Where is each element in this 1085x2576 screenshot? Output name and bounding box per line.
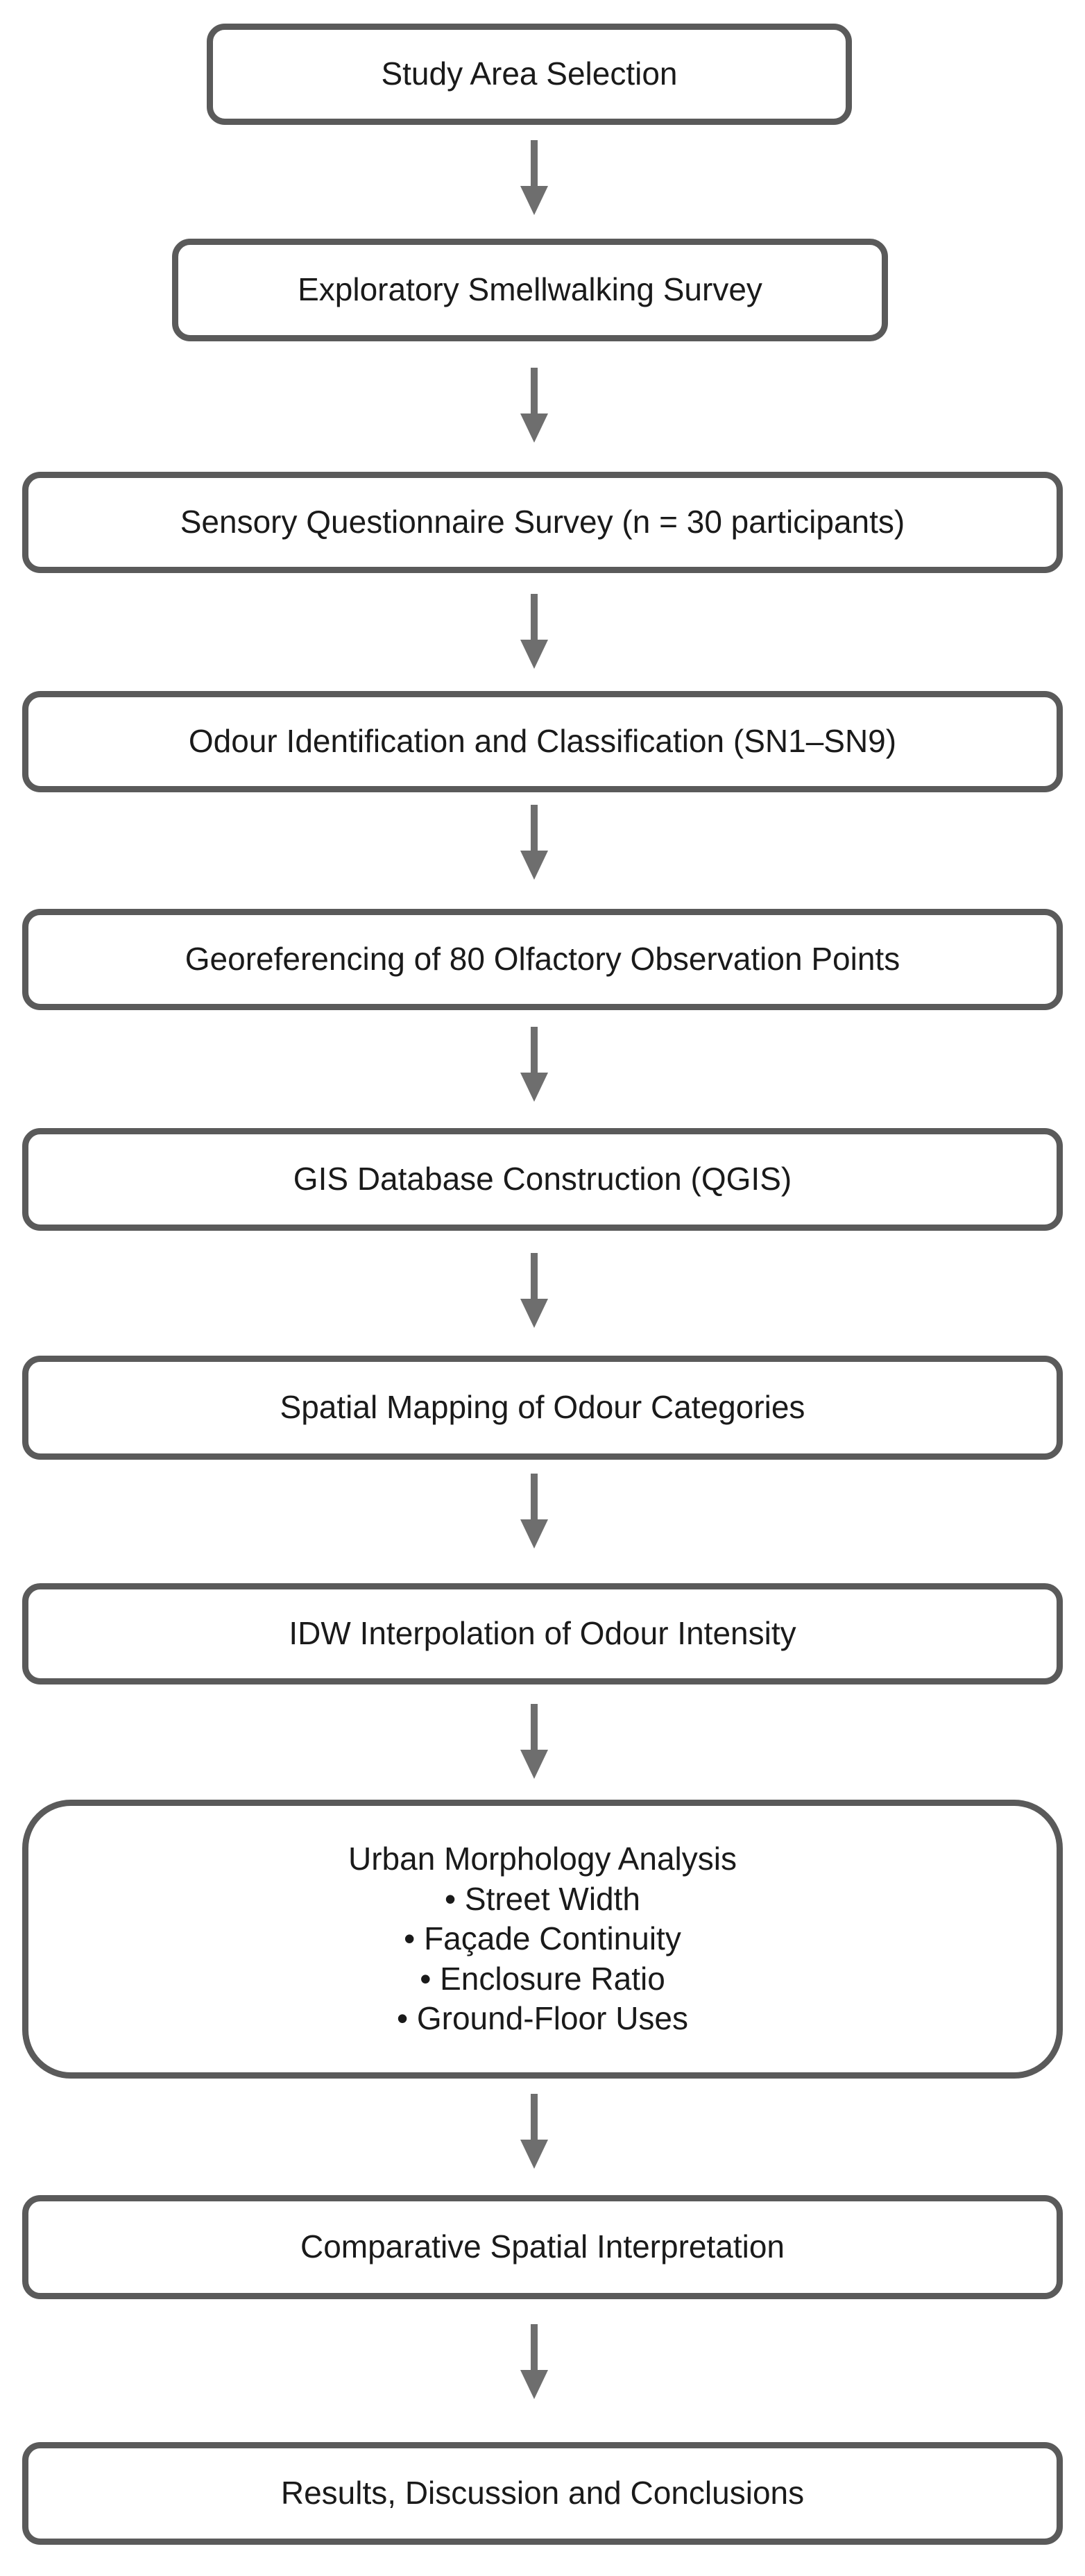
step-label: GIS Database Construction (QGIS) bbox=[293, 1161, 792, 1197]
step-odour-identification-classification: Odour Identification and Classification … bbox=[22, 691, 1063, 792]
step-results-discussion-conclusions: Results, Discussion and Conclusions bbox=[22, 2442, 1063, 2545]
step-spatial-mapping-odour-categories: Spatial Mapping of Odour Categories bbox=[22, 1356, 1063, 1460]
morphology-item-street-width: Street Width bbox=[445, 1879, 640, 1920]
step-label: Sensory Questionnaire Survey (n = 30 par… bbox=[180, 504, 905, 540]
arrow-down-icon bbox=[520, 140, 548, 216]
step-label: IDW Interpolation of Odour Intensity bbox=[289, 1615, 796, 1652]
step-label: Study Area Selection bbox=[381, 56, 678, 92]
step-comparative-spatial-interpretation: Comparative Spatial Interpretation bbox=[22, 2195, 1063, 2299]
step-label: Odour Identification and Classification … bbox=[188, 723, 897, 760]
step-label: Exploratory Smellwalking Survey bbox=[298, 271, 762, 308]
step-label: Comparative Spatial Interpretation bbox=[300, 2228, 785, 2265]
arrow-down-icon bbox=[520, 1253, 548, 1329]
step-label: Results, Discussion and Conclusions bbox=[280, 2475, 805, 2511]
step-label: Urban Morphology Analysis bbox=[348, 1841, 737, 1877]
arrow-down-icon bbox=[520, 1704, 548, 1780]
step-exploratory-smellwalking-survey: Exploratory Smellwalking Survey bbox=[172, 239, 888, 341]
step-gis-database-construction: GIS Database Construction (QGIS) bbox=[22, 1128, 1063, 1231]
arrow-down-icon bbox=[520, 805, 548, 881]
step-georeferencing-observation-points: Georeferencing of 80 Olfactory Observati… bbox=[22, 909, 1063, 1010]
arrow-down-icon bbox=[520, 2324, 548, 2400]
arrow-down-icon bbox=[520, 1474, 548, 1550]
step-label: Spatial Mapping of Odour Categories bbox=[280, 1389, 805, 1426]
step-sensory-questionnaire-survey: Sensory Questionnaire Survey (n = 30 par… bbox=[22, 472, 1063, 573]
step-study-area-selection: Study Area Selection bbox=[207, 24, 852, 125]
arrow-down-icon bbox=[520, 2094, 548, 2170]
arrow-down-icon bbox=[520, 594, 548, 670]
arrow-down-icon bbox=[520, 1027, 548, 1103]
morphology-item-enclosure-ratio: Enclosure Ratio bbox=[420, 1959, 665, 1999]
arrow-down-icon bbox=[520, 368, 548, 444]
step-idw-interpolation: IDW Interpolation of Odour Intensity bbox=[22, 1583, 1063, 1684]
morphology-item-ground-floor-uses: Ground-Floor Uses bbox=[397, 1999, 688, 2039]
morphology-item-facade-continuity: Façade Continuity bbox=[404, 1919, 681, 1959]
step-urban-morphology-analysis: Urban Morphology Analysis Street Width F… bbox=[22, 1800, 1063, 2079]
step-label: Georeferencing of 80 Olfactory Observati… bbox=[185, 941, 900, 978]
